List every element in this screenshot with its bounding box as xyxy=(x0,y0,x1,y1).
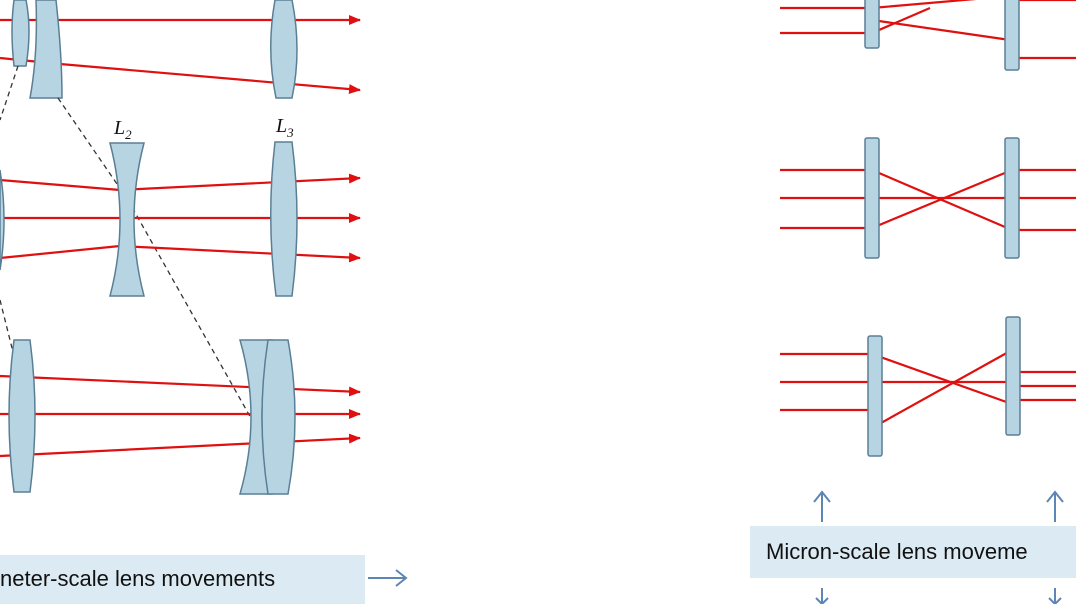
left-caption-box xyxy=(0,555,365,604)
lens-l1-row2-edge xyxy=(0,169,5,271)
right-row2-rays xyxy=(780,168,1076,232)
right-row1-rays xyxy=(780,0,1076,60)
left-panel: L2 L3 xyxy=(0,0,408,587)
left-caption: neter-scale lens movements xyxy=(0,566,276,591)
right-caption: Micron-scale lens moveme xyxy=(766,539,1028,564)
row3-rays xyxy=(0,374,361,458)
lens-label-l2: L2 xyxy=(113,117,132,142)
micro-lens-b-row1 xyxy=(1004,0,1020,71)
ray xyxy=(119,244,361,263)
ray xyxy=(59,62,361,95)
micro-lens-b-row3 xyxy=(1005,316,1021,436)
lens-l3-row3 xyxy=(261,339,296,495)
lens-l3-row2 xyxy=(269,141,298,297)
micro-lens-a-row1 xyxy=(864,0,880,49)
row2-rays xyxy=(0,173,361,263)
right-caption-box xyxy=(750,526,1076,578)
micro-lens-a-row2 xyxy=(864,137,880,259)
ray xyxy=(0,374,361,397)
micro-lens-b-row2 xyxy=(1004,137,1020,259)
lens-l1-row1 xyxy=(11,0,30,67)
lens-l3-row1 xyxy=(270,0,298,99)
lens-l1b-row1 xyxy=(29,0,63,99)
ray xyxy=(119,173,361,192)
up-arrow-icon xyxy=(1046,490,1064,522)
lens-l1-row3 xyxy=(8,339,36,493)
lens-l2-row2 xyxy=(109,142,145,297)
ray xyxy=(0,433,361,458)
down-arrow-stub-icon xyxy=(815,588,1062,604)
right-row3-rays xyxy=(780,349,1076,429)
micro-lens-a-row3 xyxy=(867,335,883,457)
ray xyxy=(0,178,121,192)
lens-label-l3: L3 xyxy=(275,115,294,140)
right-arrow-icon xyxy=(368,569,408,587)
up-arrow-icon xyxy=(813,490,831,522)
ray xyxy=(0,244,121,260)
dashed-guides xyxy=(0,65,253,421)
right-panel xyxy=(780,0,1076,604)
